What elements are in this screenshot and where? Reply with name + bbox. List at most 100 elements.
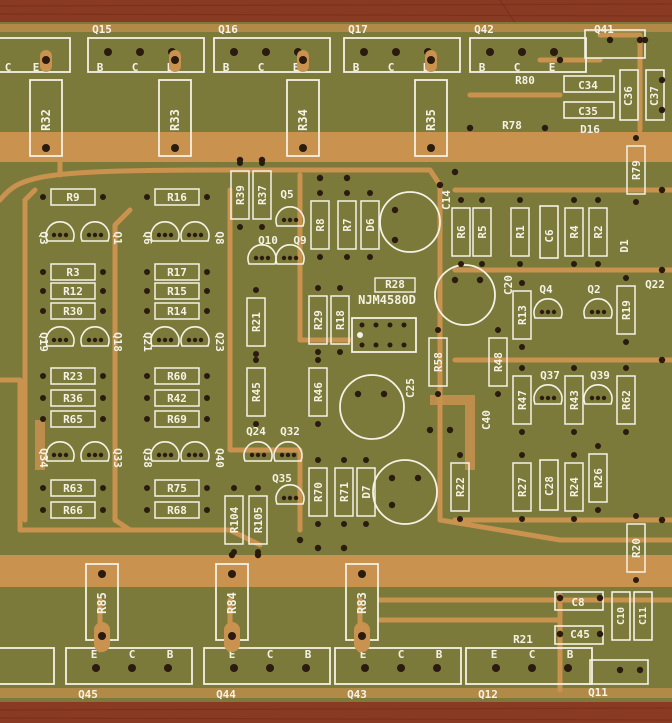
silk-label-e: E	[229, 648, 236, 661]
silk-label-r12: R12	[63, 285, 83, 298]
silk-label-r47: R47	[516, 390, 529, 410]
silk-label-q24: Q24	[246, 425, 266, 438]
silk-label-c10: C10	[616, 607, 627, 625]
silk-label-q39: Q39	[590, 369, 610, 382]
silk-label-q10: Q10	[258, 234, 278, 247]
resistor-r20: R20	[626, 513, 646, 583]
silk-label-r35: R35	[424, 109, 438, 131]
resistor-r42: R42	[144, 389, 210, 407]
silk-label-r24: R24	[568, 477, 581, 497]
small-transistors	[45, 206, 613, 505]
resistor-r19: R19	[616, 275, 636, 345]
resistor-r104: R104	[224, 485, 244, 555]
silk-label-c: C	[258, 61, 265, 74]
silk-label-r21: R21	[513, 633, 533, 646]
silk-label-r58: R58	[432, 352, 445, 372]
silk-label-e: E	[491, 648, 498, 661]
cap-c20	[434, 264, 496, 326]
silk-label-r19: R19	[620, 300, 633, 320]
to92-transistor	[180, 441, 210, 462]
to92-transistor	[150, 221, 180, 242]
silk-label-r29: R29	[312, 310, 325, 330]
silk-label-r26: R26	[592, 468, 605, 488]
top-transistor-row: Q15BCEQ16BCEQ17BCEQ42BCECEQ41	[0, 23, 614, 74]
to92-transistor	[533, 298, 563, 319]
to92-transistor	[45, 326, 75, 347]
silk-label-c28: C28	[543, 476, 556, 496]
to92-transistor	[150, 326, 180, 347]
silk-label-e: E	[293, 61, 300, 74]
silk-label-q1: Q1	[111, 231, 124, 245]
silk-label-c20: C20	[502, 275, 515, 295]
silk-label-r48: R48	[492, 352, 505, 372]
silk-label-c: C	[529, 648, 536, 661]
resistor-d6: D6	[360, 190, 380, 260]
resistor-r66: R66	[40, 501, 106, 519]
resistor-r21: R21	[246, 287, 266, 357]
to92-transistor	[533, 384, 563, 405]
silk-label-r37: R37	[256, 185, 269, 205]
silk-label-b: B	[567, 648, 574, 661]
silk-label-r8: R8	[314, 218, 327, 231]
silk-label-q35: Q35	[272, 472, 292, 485]
resistor-r14: R14	[144, 302, 210, 320]
to92-transistor	[80, 441, 110, 462]
resistor-r4: R4	[564, 197, 584, 267]
silk-label-r9: R9	[66, 191, 79, 204]
silk-label-e: E	[549, 61, 556, 74]
transistor-q11: Q11	[588, 686, 608, 699]
silk-label-c: C	[5, 61, 12, 74]
silk-label-q4: Q4	[539, 283, 553, 296]
to92-transistor	[275, 206, 305, 227]
to92-transistor	[80, 326, 110, 347]
silk-label-q17: Q17	[348, 23, 368, 36]
silk-label-r63: R63	[63, 482, 83, 495]
silk-label-q2: Q2	[587, 283, 600, 296]
to92-transistor	[275, 484, 305, 505]
silk-label-r14: R14	[167, 305, 187, 318]
electrolytic-caps	[339, 191, 496, 525]
silk-label-r80: R80	[515, 74, 535, 87]
resistor-r69: R69	[144, 410, 210, 428]
resistor-r62: R62	[616, 365, 636, 435]
resistor-r71: R71	[334, 457, 354, 527]
silk-label-q5: Q5	[280, 188, 293, 201]
resistor-r3: R3	[40, 263, 106, 281]
silk-label-r1: R1	[514, 225, 527, 239]
to92-transistor	[583, 298, 613, 319]
silk-label-r7: R7	[341, 218, 354, 231]
resistor-r63: R63	[40, 479, 106, 497]
silk-label-b: B	[353, 61, 360, 74]
silk-label-r30: R30	[63, 305, 83, 318]
resistor-r84: R84	[215, 563, 249, 652]
silk-label-r70: R70	[312, 482, 325, 502]
resistor-r33: R33	[158, 50, 192, 157]
resistor-r60: R60	[144, 367, 210, 385]
silk-label-b: B	[223, 61, 230, 74]
silk-label-d7: D7	[360, 485, 373, 498]
silk-label-r13: R13	[516, 305, 529, 325]
silk-label-d16: D16	[580, 123, 600, 136]
ic-njm4580d	[351, 317, 417, 353]
resistor-r18: R18	[330, 285, 350, 355]
silk-label-q34: Q34	[37, 448, 50, 468]
silk-label-b: B	[97, 61, 104, 74]
silk-label-c8: C8	[571, 596, 584, 609]
resistor-r2: R2	[588, 197, 608, 267]
silk-label-q45: Q45	[78, 688, 98, 701]
silk-label-r4: R4	[568, 225, 581, 239]
resistor-r48: R48	[488, 327, 508, 397]
silk-label-q3: Q3	[37, 231, 50, 244]
pcb-board	[0, 22, 672, 702]
silk-label-r60: R60	[167, 370, 187, 383]
to92-transistor	[45, 441, 75, 462]
silk-label-r34: R34	[296, 109, 310, 131]
silk-label-q11: Q11	[588, 686, 608, 699]
silk-label-q15: Q15	[92, 23, 112, 36]
